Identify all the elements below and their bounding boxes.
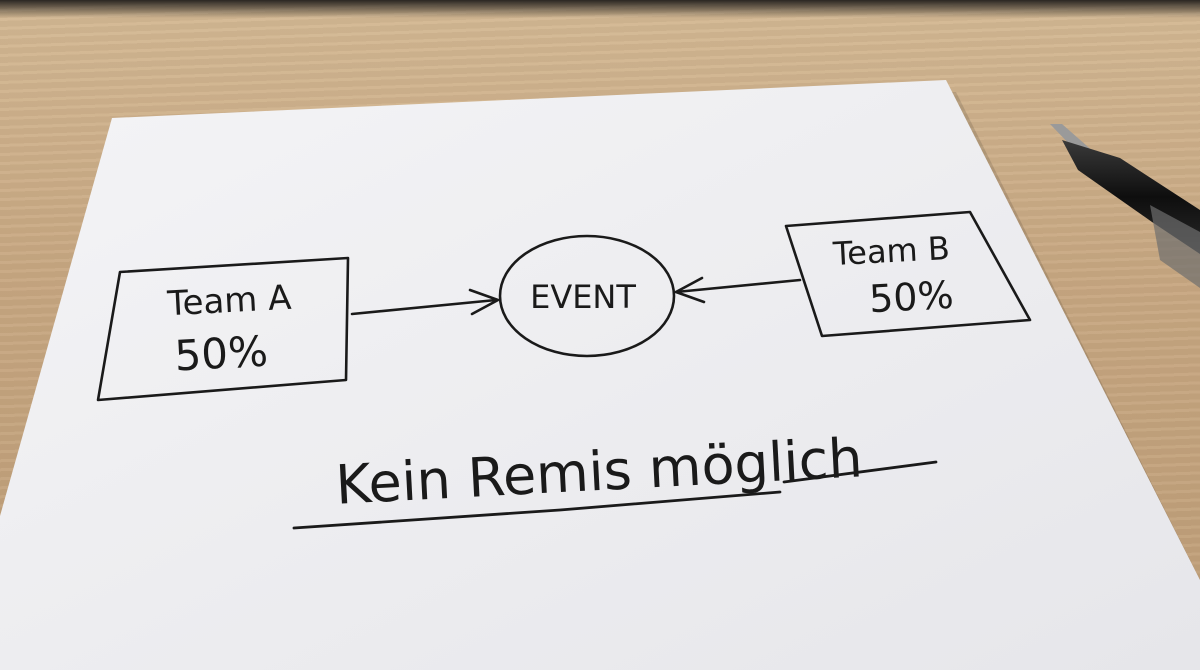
- team-a-box: [96, 256, 350, 402]
- event-circle: [498, 234, 676, 358]
- team-b-percent: 50%: [868, 273, 955, 321]
- arrow-a-to-event: [350, 288, 500, 316]
- team-a-node: Team A 50%: [96, 256, 350, 402]
- laptop-edge-shadow: [0, 0, 1200, 18]
- team-b-name: Team B: [831, 229, 951, 273]
- caption-underline: [292, 460, 938, 530]
- event-node: EVENT: [498, 234, 676, 358]
- team-b-node: Team B 50%: [784, 210, 1032, 338]
- team-b-box: [784, 210, 1032, 338]
- event-label: EVENT: [530, 278, 636, 316]
- paper-sheet: [0, 80, 1200, 670]
- pen: [1050, 124, 1200, 288]
- team-a-percent: 50%: [173, 327, 269, 381]
- arrow-b-to-event: [674, 276, 802, 304]
- team-a-name: Team A: [165, 278, 292, 324]
